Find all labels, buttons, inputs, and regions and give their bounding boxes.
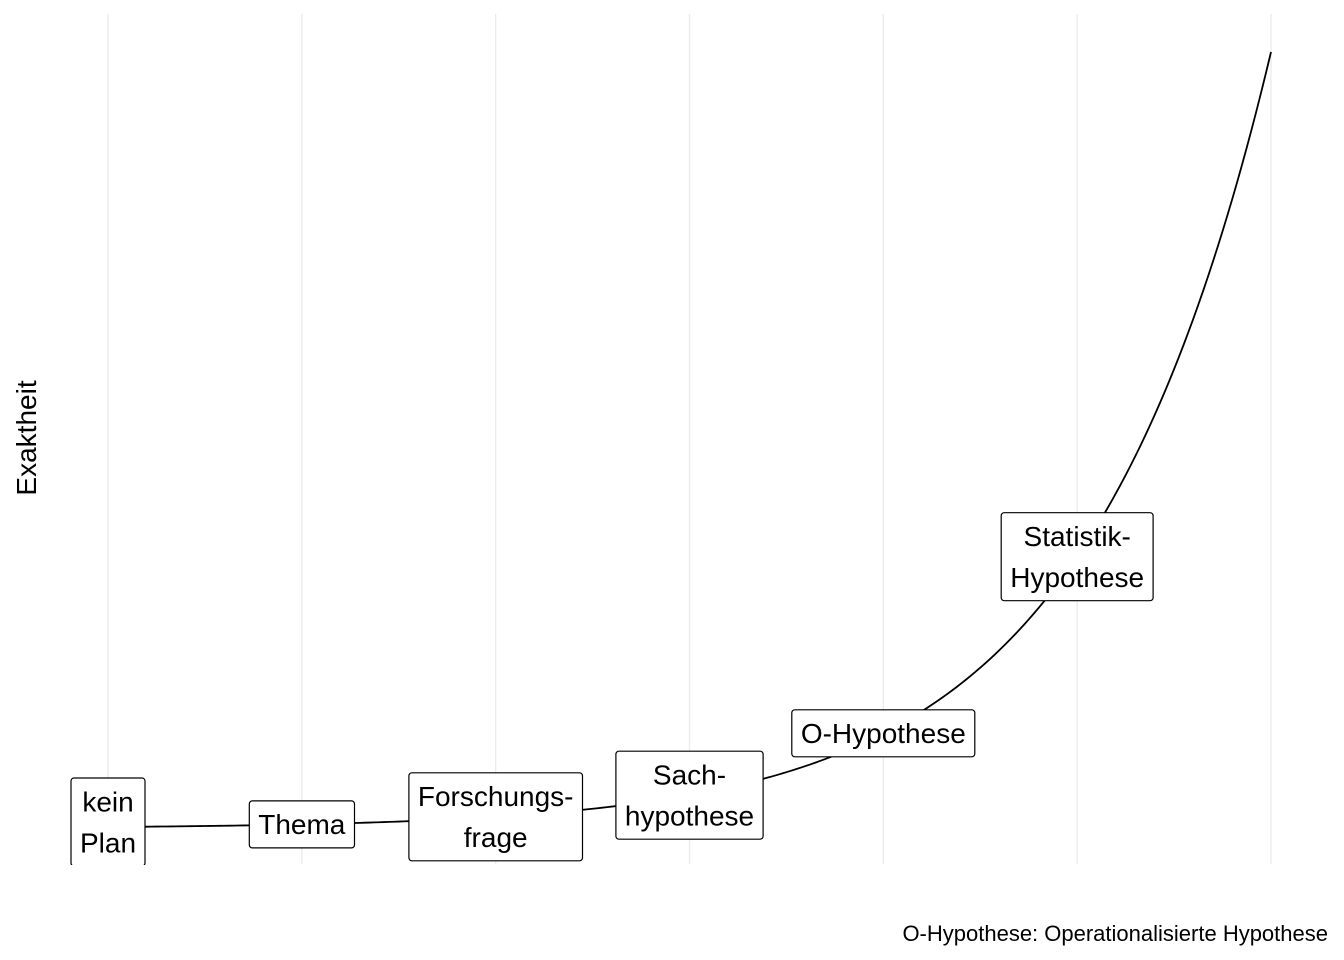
chart-caption: O-Hypothese: Operationalisierte Hypothes… xyxy=(902,921,1328,946)
curve-label-text: O-Hypothese xyxy=(801,718,966,749)
curve-label-text: Sach- xyxy=(653,760,726,791)
curve-label-text: Hypothese xyxy=(1010,562,1144,593)
curve-label-5: O-Hypothese xyxy=(791,709,976,758)
curve-label-2: Thema xyxy=(248,800,356,849)
curve-label-box xyxy=(615,750,764,840)
curve-label-text: kein xyxy=(82,786,133,817)
curve-label-text: Forschungs- xyxy=(418,781,574,812)
plot-bottom-mask xyxy=(0,865,1344,905)
curve-label-text: frage xyxy=(464,822,528,853)
y-axis-label: Exaktheit xyxy=(11,380,42,495)
curve-label-box xyxy=(1000,512,1154,602)
curve-label-4: Sach-hypothese xyxy=(615,750,764,840)
curve-label-3: Forschungs-frage xyxy=(408,772,584,862)
curve-label-text: hypothese xyxy=(625,801,754,832)
curve-label-box xyxy=(408,772,584,862)
curve-label-6: Statistik- Hypothese xyxy=(1000,512,1154,602)
curve-label-box xyxy=(791,709,976,758)
curve-label-text: Statistik- xyxy=(1024,521,1131,552)
curve-label-text: Plan xyxy=(80,827,136,858)
curve-label-box xyxy=(248,800,356,849)
curve-label-text: Thema xyxy=(258,809,346,840)
grid-layer xyxy=(107,14,1272,864)
